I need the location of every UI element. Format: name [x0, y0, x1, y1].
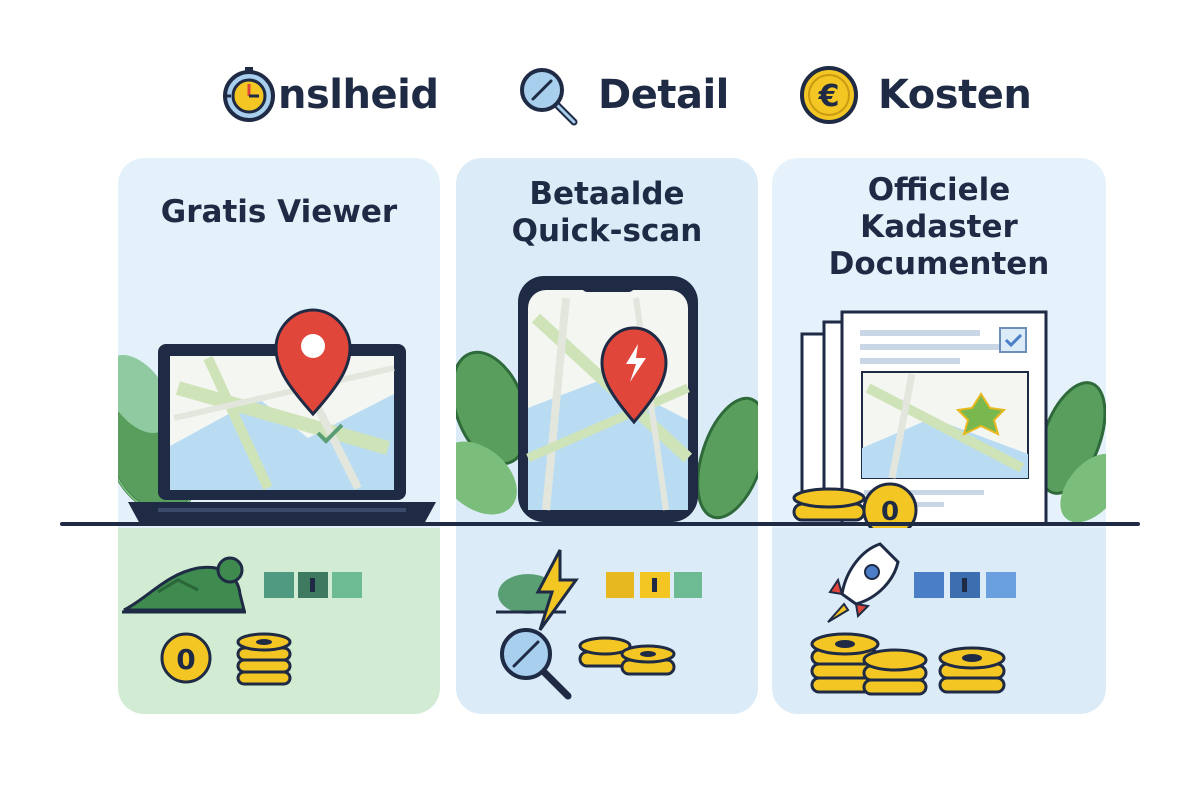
option-rating-panel: 0	[118, 528, 440, 714]
lightning-icon	[496, 549, 579, 631]
speed-rating-bar	[606, 572, 702, 598]
rating-graphics	[810, 542, 1016, 696]
header-item-speed: nslheid	[218, 60, 439, 130]
documents-map-icon: 0	[792, 310, 1106, 528]
euro-coin-icon: €	[800, 66, 858, 124]
header-label-speed: nslheid	[278, 72, 439, 118]
coin-stack-icon	[236, 632, 292, 686]
magnifier-icon	[520, 68, 578, 126]
stopwatch-icon	[223, 67, 275, 122]
svg-text:0: 0	[176, 643, 195, 676]
magnifier-icon	[500, 628, 572, 700]
header-label-cost: Kosten	[878, 72, 1032, 118]
header-label-detail: Detail	[598, 72, 729, 118]
coin-stack-icon	[810, 632, 1006, 696]
coin-zero-label: 0	[881, 497, 899, 527]
option-card-gratis-viewer: Gratis Viewer	[118, 158, 440, 714]
option-title: Gratis Viewer	[160, 194, 398, 230]
phone-map-icon	[456, 276, 758, 522]
turtle-icon	[122, 556, 246, 614]
option-rating-panel	[456, 528, 758, 714]
svg-text:€: €	[818, 79, 840, 114]
rocket-icon	[827, 542, 900, 623]
speed-rating-bar	[914, 572, 1016, 598]
ground-line	[60, 522, 1140, 526]
option-rating-panel	[772, 528, 1106, 714]
coin-stack-icon	[578, 636, 676, 676]
coin-zero-icon: 0	[160, 632, 212, 684]
rating-graphics	[496, 549, 702, 700]
header-item-detail: Detail	[516, 60, 729, 130]
rating-graphics: 0	[122, 556, 362, 686]
speed-rating-bar	[264, 572, 362, 598]
criteria-header: nslheid Detail € Kosten	[0, 60, 1200, 130]
laptop-map-icon	[118, 308, 436, 524]
coin-zero-label: 0	[166, 612, 206, 613]
header-item-cost: € Kosten	[798, 60, 1032, 130]
